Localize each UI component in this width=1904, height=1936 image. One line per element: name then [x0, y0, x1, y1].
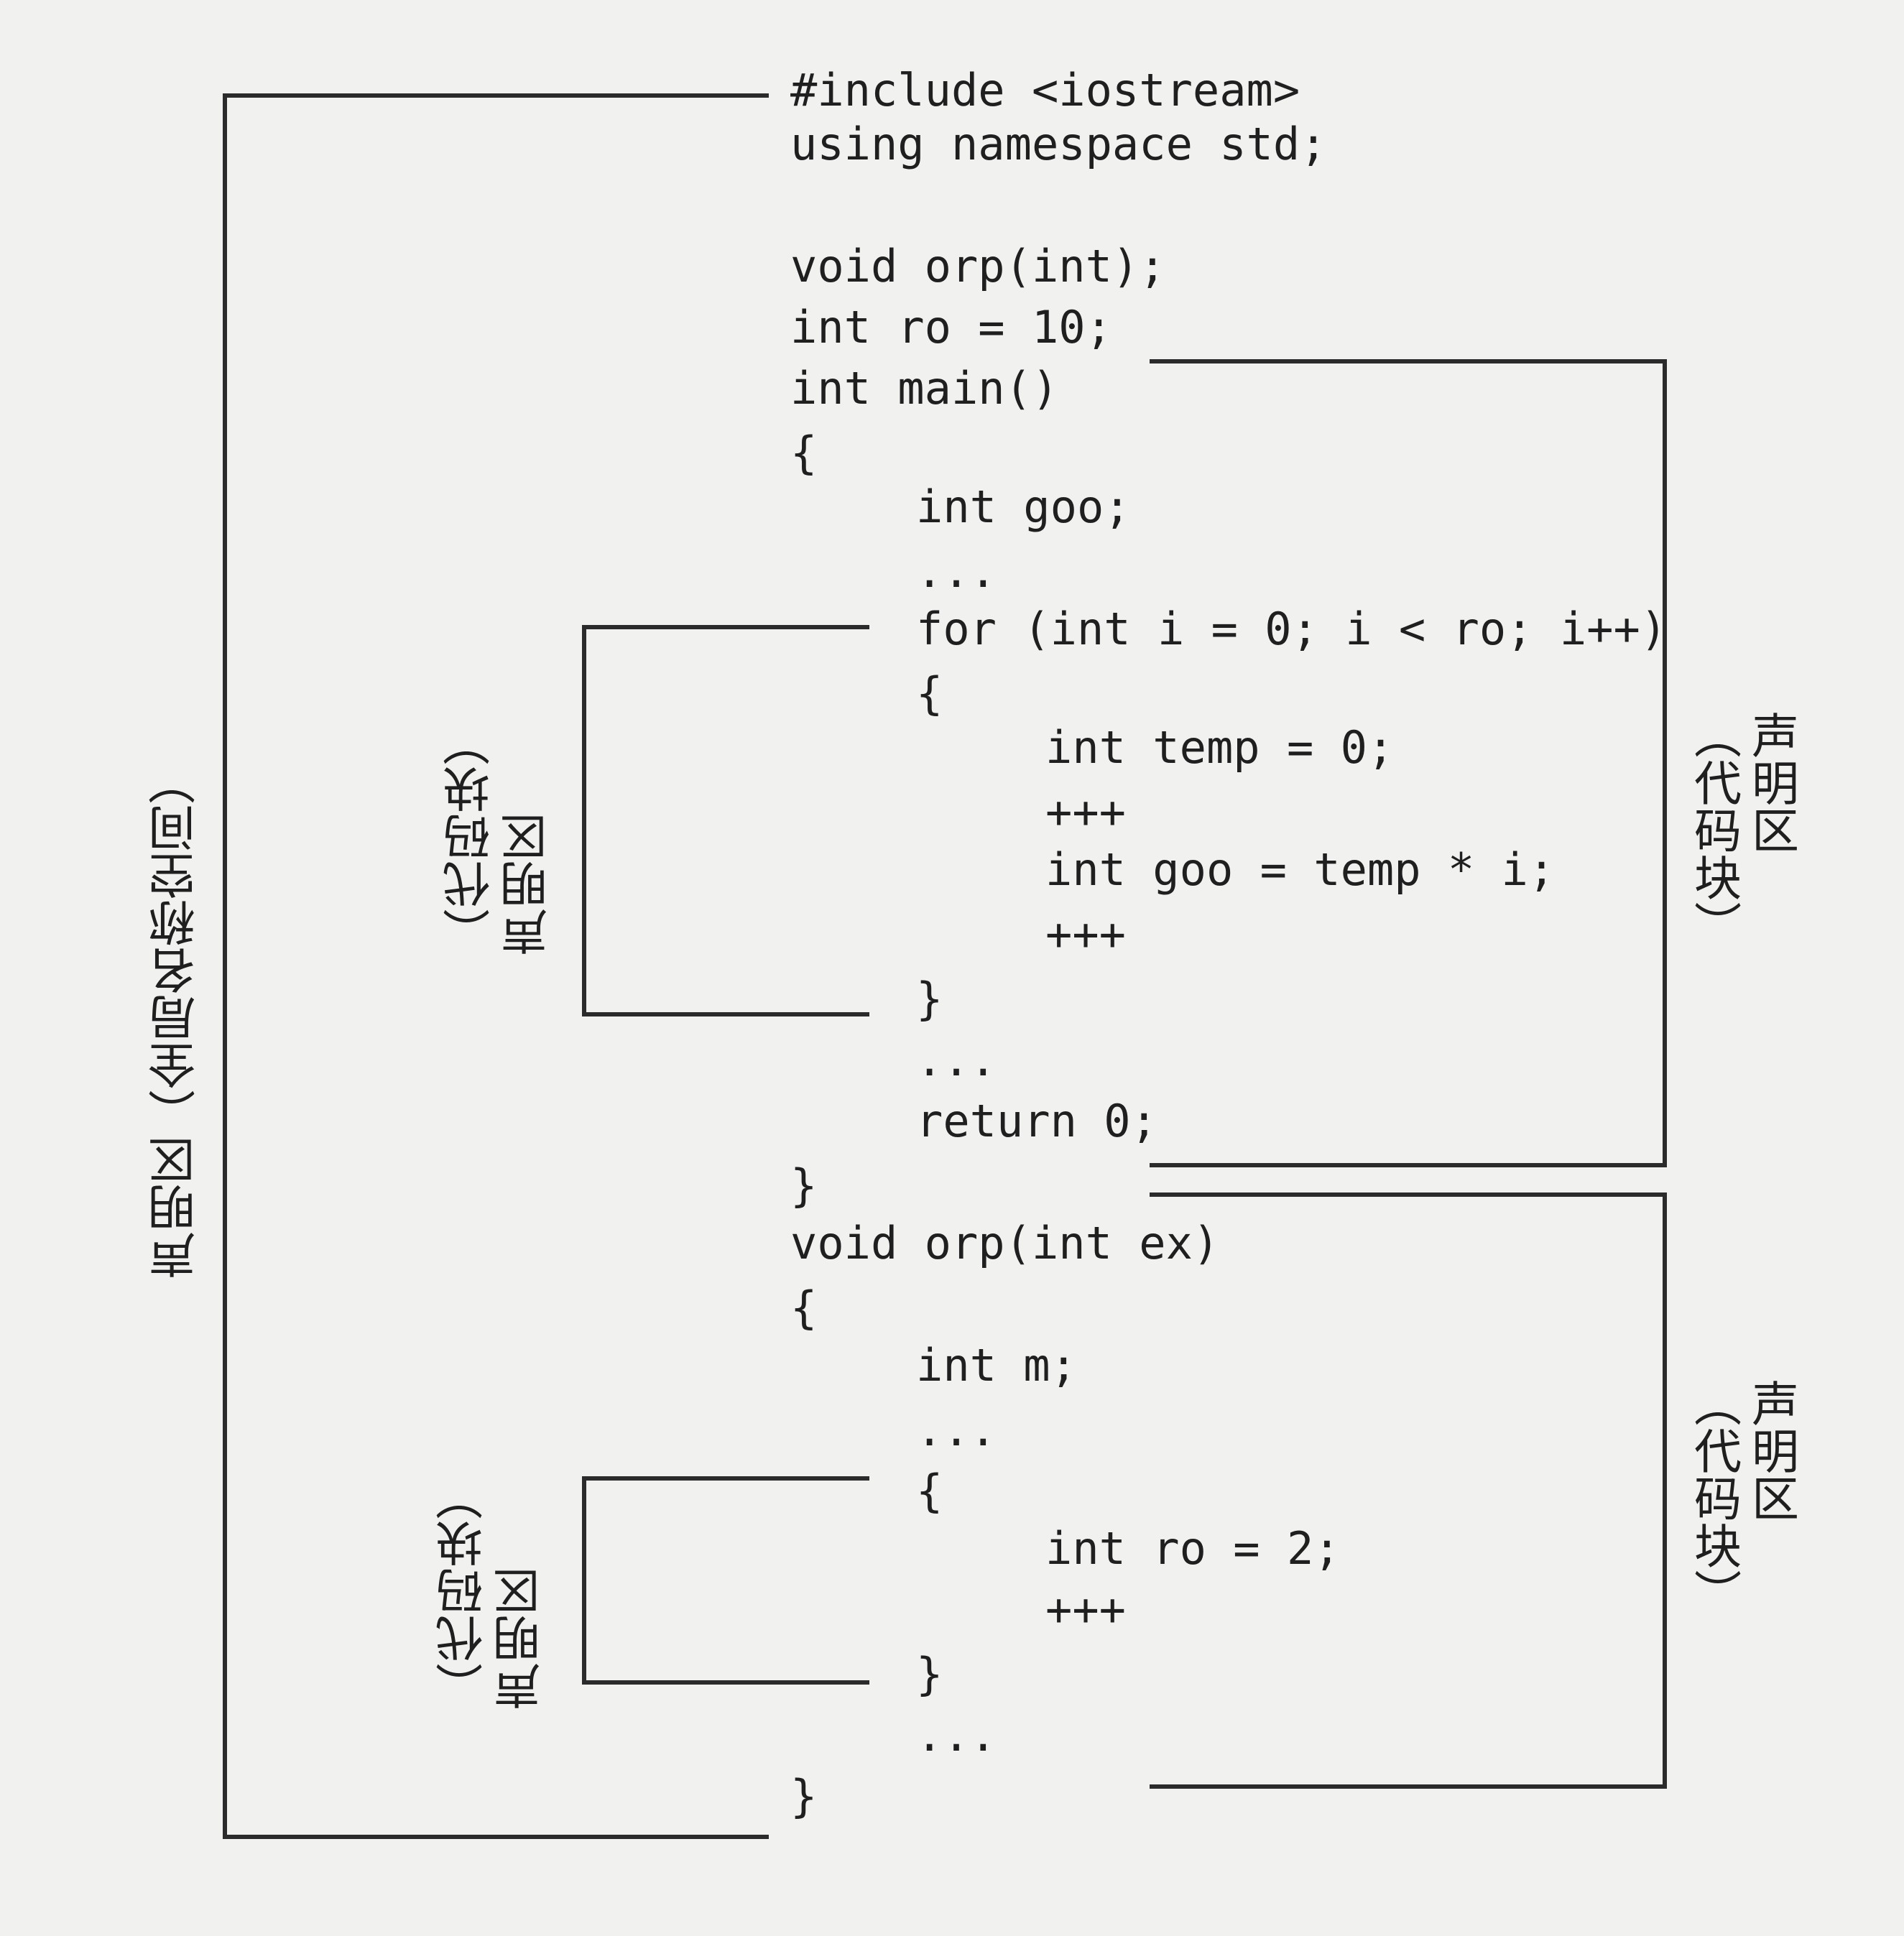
for-block-label: （代码块） 声明区	[442, 704, 557, 955]
inner-block-label-line-1: 声明区	[493, 1567, 548, 1710]
code-line: }	[790, 1159, 818, 1212]
for-block-bracket	[582, 625, 869, 1016]
code-line: ...	[916, 545, 997, 598]
inner-block-label-line-2: （代码块）	[435, 1473, 491, 1710]
code-line: {	[790, 427, 818, 479]
main-block-bracket	[1150, 359, 1667, 1167]
main-block-label: 声明区 （代码块）	[1685, 711, 1800, 948]
global-namespace-bracket	[223, 93, 769, 1839]
code-line: +++	[1045, 786, 1126, 838]
code-line: }	[916, 1648, 943, 1700]
code-line: ...	[916, 1709, 997, 1761]
orp-block-label-line-1: 声明区	[1744, 1379, 1799, 1522]
code-line: using namespace std;	[790, 118, 1327, 170]
main-block-label-line-1: 声明区	[1744, 711, 1799, 853]
orp-block-bracket	[1150, 1192, 1667, 1789]
inner-block-label: （代码块） 声明区	[435, 1465, 550, 1710]
code-line: }	[790, 1770, 818, 1822]
code-line: +++	[1045, 908, 1126, 960]
code-line: {	[916, 667, 943, 720]
code-line: int m;	[916, 1339, 1077, 1391]
code-line: for (int i = 0; i < ro; i++)	[916, 603, 1668, 655]
code-line: int temp = 0;	[1045, 721, 1395, 774]
global-namespace-label: 声明区（全局名称空间）	[148, 757, 203, 1279]
code-line: int ro = 10;	[790, 301, 1112, 353]
inner-block-bracket	[582, 1476, 869, 1685]
code-line: {	[916, 1465, 943, 1517]
for-block-label-line-1: 声明区	[500, 813, 555, 955]
code-line: #include <iostream>	[790, 64, 1300, 116]
code-line: }	[916, 973, 943, 1025]
main-block-label-line-2: （代码块）	[1686, 711, 1742, 948]
code-line: return 0;	[916, 1095, 1157, 1147]
code-line: ...	[916, 1404, 997, 1456]
code-line: ...	[916, 1034, 997, 1086]
code-line: int main()	[790, 362, 1059, 414]
for-block-label-line-2: （代码块）	[443, 718, 498, 955]
code-line: int ro = 2;	[1045, 1522, 1341, 1575]
orp-block-label: 声明区 （代码块）	[1685, 1379, 1800, 1616]
code-line: int goo;	[916, 481, 1131, 533]
code-line: int goo = temp * i;	[1045, 843, 1556, 896]
orp-block-label-line-2: （代码块）	[1686, 1379, 1742, 1616]
code-line: void orp(int ex)	[790, 1217, 1220, 1269]
code-line: void orp(int);	[790, 240, 1166, 292]
code-line: {	[790, 1282, 818, 1334]
code-line: +++	[1045, 1583, 1126, 1636]
